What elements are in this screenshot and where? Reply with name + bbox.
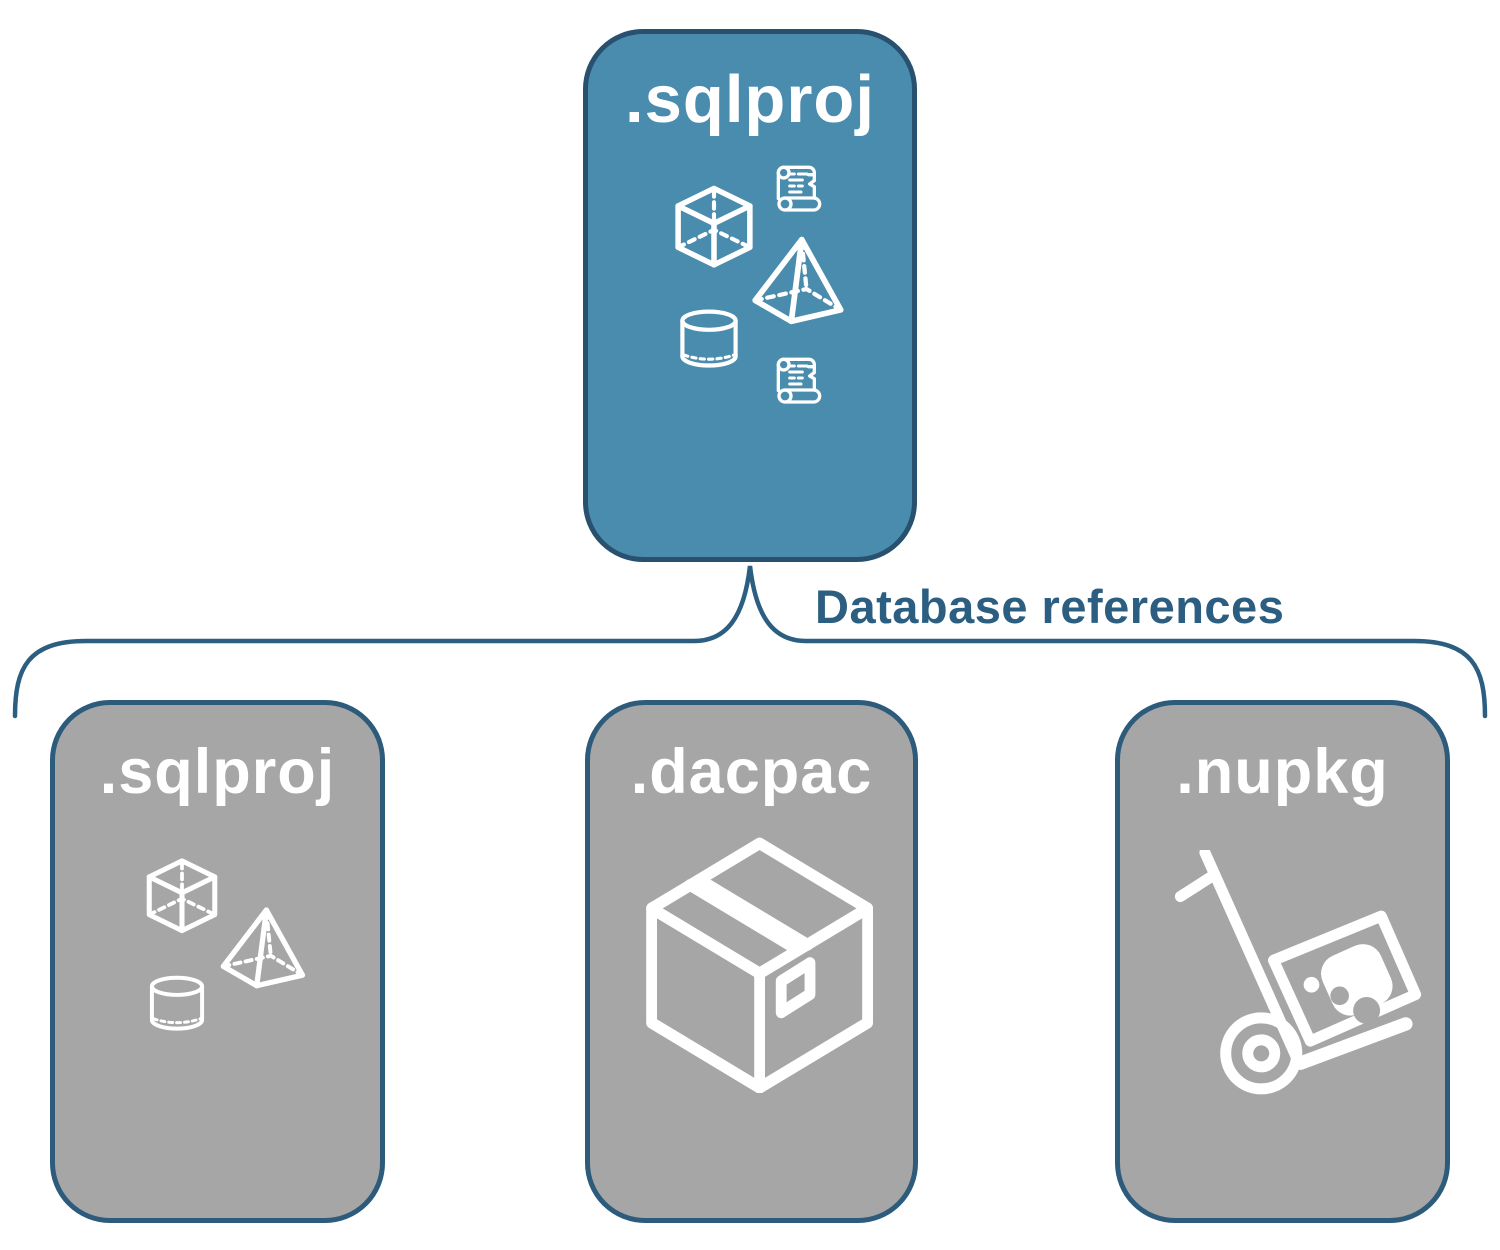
root-node-label: .sqlproj: [625, 62, 875, 137]
child-node-label: .dacpac: [630, 737, 873, 807]
cube-icon: [675, 185, 753, 268]
child-node-nupkg: .nupkg: [1115, 700, 1450, 1223]
pyramid-icon: [752, 236, 844, 325]
nuget-logo: [1303, 944, 1393, 1024]
child-node-sqlproj: .sqlproj: [50, 700, 385, 1223]
root-node-sqlproj: .sqlproj: [583, 29, 917, 562]
child-node-dacpac: .dacpac: [585, 700, 918, 1223]
scroll-icon: [776, 165, 822, 212]
connector-brace: [12, 565, 1488, 719]
scroll-icon: [776, 357, 822, 404]
package-box-icon: [646, 837, 873, 1093]
hand-truck-icon: [1174, 850, 1422, 1095]
cylinder-icon: [680, 309, 738, 368]
cube-icon: [146, 858, 218, 934]
child-node-label: .nupkg: [1176, 737, 1389, 807]
child-node-label: .sqlproj: [99, 737, 336, 807]
pyramid-icon: [220, 907, 306, 989]
connector-label: Database references: [815, 580, 1285, 633]
cylinder-icon: [149, 975, 205, 1031]
